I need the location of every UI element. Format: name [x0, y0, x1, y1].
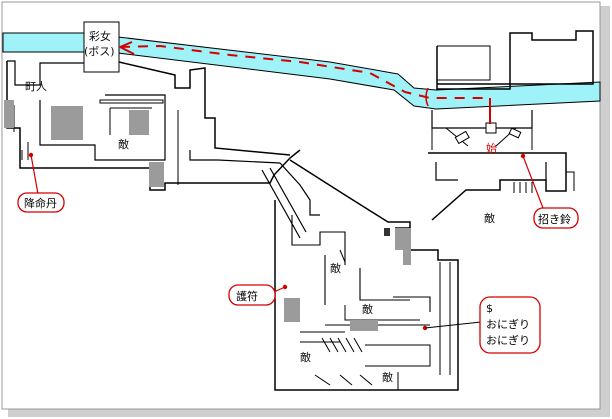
right-small-box	[485, 122, 497, 134]
enemy-2: 敵	[484, 212, 495, 225]
right-building-top	[436, 30, 594, 90]
enemy-4: 敵	[362, 303, 373, 316]
leader-bell	[522, 155, 544, 209]
block-7	[284, 298, 300, 322]
label-medicine: 降命丹	[24, 196, 57, 210]
enemy-3: 敵	[330, 262, 341, 275]
corridor-upper-right	[289, 159, 411, 228]
bubble-guard	[228, 284, 276, 306]
boss-room	[83, 21, 120, 73]
enemy-1: 敵	[118, 138, 129, 151]
leader-onigiri	[424, 321, 482, 329]
block-6	[403, 250, 411, 265]
label-bell: 招き鈴	[538, 212, 571, 226]
right-box-2	[508, 127, 522, 139]
corridor-diagonal	[261, 167, 307, 239]
label-guard: 護符	[236, 289, 258, 303]
label-onigiri-2: おにぎり	[486, 333, 530, 347]
block-8	[350, 320, 378, 331]
corridor-middle	[189, 150, 320, 216]
inner-room-left	[39, 94, 166, 161]
label-onigiri-1: おにぎり	[486, 317, 530, 331]
block-9	[384, 228, 390, 236]
stairs-lower	[321, 337, 363, 353]
right-building-room	[437, 45, 491, 81]
right-building-lower	[431, 110, 533, 129]
label-dollar: $	[486, 302, 493, 315]
label-boss: 彩女	[89, 29, 111, 43]
stairs-right	[513, 182, 533, 193]
label-townsperson: 町人	[25, 80, 47, 93]
right-box-1	[454, 130, 470, 145]
right-walls-inner	[435, 162, 547, 181]
bubble-medicine	[17, 192, 65, 213]
inner-room-top-bar	[99, 99, 164, 104]
block-4	[149, 162, 164, 187]
block-1	[4, 100, 14, 128]
enemy-5: 敵	[300, 351, 311, 364]
water-left	[2, 32, 85, 53]
label-boss-sub: (ボス)	[84, 45, 115, 58]
lower-right-walls	[439, 262, 451, 375]
route-gate-right	[425, 87, 429, 107]
left-top-wall	[7, 60, 84, 86]
right-notch	[566, 171, 575, 191]
middle-wall-top	[118, 61, 291, 156]
block-3	[129, 110, 149, 135]
label-start: 始	[486, 141, 497, 155]
block-5	[395, 228, 411, 250]
left-small-walls	[21, 142, 29, 160]
route-arrow	[119, 41, 135, 55]
bubble-bell	[533, 207, 579, 229]
leader-guard	[273, 286, 286, 293]
lower-room-inner	[291, 215, 431, 312]
block-2	[51, 106, 83, 140]
water-channel	[117, 36, 601, 110]
lower-room-marks	[314, 374, 373, 386]
leader-medicine	[30, 154, 39, 195]
inner-room-detail	[109, 107, 152, 135]
bubble-onigiri	[479, 296, 541, 354]
enemy-6: 敵	[382, 371, 393, 384]
